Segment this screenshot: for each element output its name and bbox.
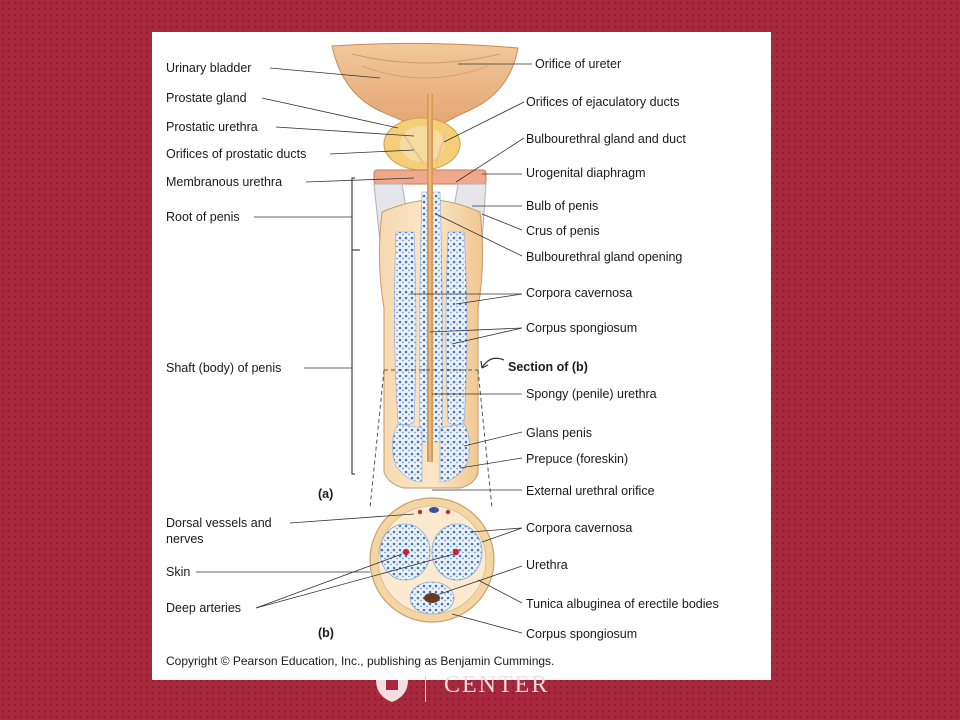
label-bulb-of-penis: Bulb of penis (526, 199, 599, 213)
label-prostatic-urethra: Prostatic urethra (166, 120, 258, 134)
label-prostate-gland: Prostate gland (166, 91, 247, 105)
label-root-of-penis: Root of penis (166, 210, 240, 224)
copyright-notice: Copyright © Pearson Education, Inc., pub… (166, 654, 555, 668)
glans-penis-shape (392, 423, 423, 483)
label-glans-penis: Glans penis (526, 426, 593, 440)
label-urethra: Urethra (526, 558, 568, 572)
label-urinary-bladder: Urinary bladder (166, 61, 252, 75)
label-corpora-cavernosa-a: Corpora cavernosa (526, 286, 633, 300)
label-deep-arteries: Deep arteries (166, 601, 242, 615)
logo-emblem-icon (376, 680, 408, 702)
footer-brand-word: CENTER (444, 672, 550, 698)
label-dorsal-vessels-1: Dorsal vessels and (166, 516, 272, 530)
diagram-panel: Urinary bladder Prostate gland Prostatic… (152, 32, 771, 680)
label-shaft-of-penis: Shaft (body) of penis (166, 361, 282, 375)
label-tunica-albuginea: Tunica albuginea of erectile bodies (526, 597, 719, 611)
label-orifices-prostatic-ducts: Orifices of prostatic ducts (166, 147, 307, 161)
label-bulbourethral-gland-duct: Bulbourethral gland and duct (526, 132, 686, 146)
label-prepuce: Prepuce (foreskin) (526, 452, 629, 466)
label-section-of-b: Section of (b) (508, 360, 588, 374)
label-dorsal-vessels-2: nerves (166, 532, 204, 546)
deep-artery-right (452, 548, 460, 556)
label-orifices-ejaculatory: Orifices of ejaculatory ducts (526, 95, 680, 109)
label-external-urethral-orifice: External urethral orifice (526, 484, 655, 498)
deep-artery-left (402, 548, 410, 556)
corpora-cavernosa-left (394, 231, 417, 426)
label-membranous-urethra: Membranous urethra (166, 175, 283, 189)
urinary-bladder-shape (331, 42, 519, 129)
label-crus-of-penis: Crus of penis (526, 224, 600, 238)
label-corpora-cavernosa-b: Corpora cavernosa (526, 521, 633, 535)
label-corpus-spongiosum-a: Corpus spongiosum (526, 321, 638, 335)
label-orifice-ureter: Orifice of ureter (535, 57, 622, 71)
label-skin: Skin (166, 565, 191, 579)
label-corpus-spongiosum-b: Corpus spongiosum (526, 627, 638, 641)
footer-divider (425, 676, 426, 702)
dorsal-vein (429, 507, 439, 513)
label-spongy-urethra: Spongy (penile) urethra (526, 387, 657, 401)
label-bulbourethral-opening: Bulbourethral gland opening (526, 250, 683, 264)
panel-b-marker: (b) (318, 626, 334, 640)
corpora-cavernosa-right (445, 231, 468, 426)
label-urogenital-diaphragm: Urogenital diaphragm (526, 166, 646, 180)
panel-a-marker: (a) (318, 487, 334, 501)
anatomy-illustration (196, 42, 532, 634)
